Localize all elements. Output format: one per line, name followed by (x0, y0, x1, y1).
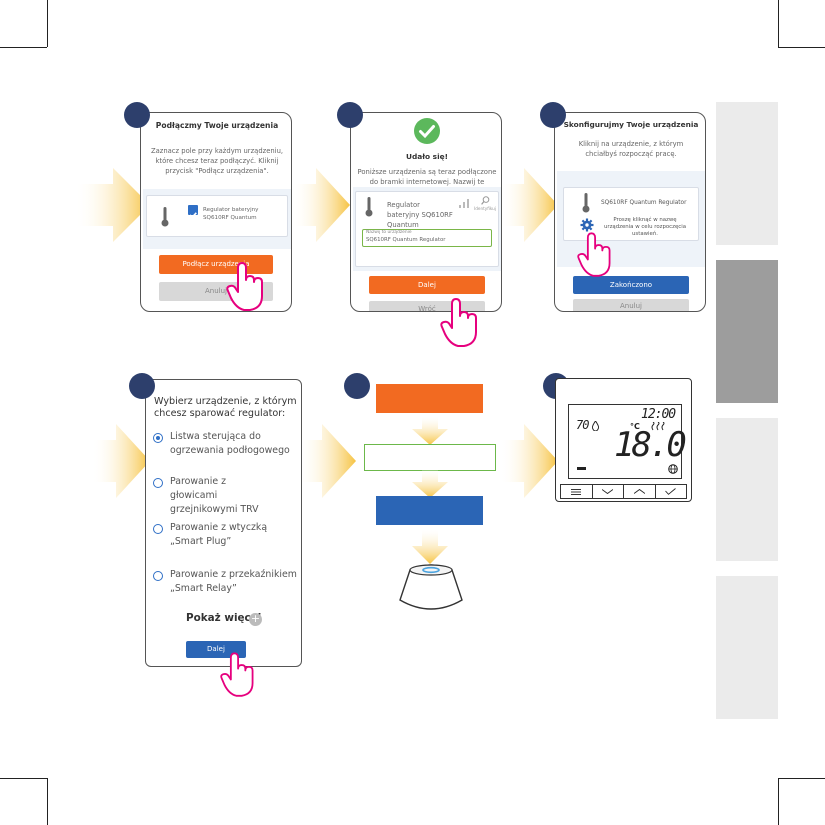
arrow-down-icon (412, 417, 448, 445)
option-radio-floor-heating[interactable] (153, 433, 163, 443)
droplet-icon (592, 421, 599, 431)
device-name-caption: Nazwij to urządzenie (366, 230, 412, 235)
hand-pointer-icon (577, 232, 611, 277)
option-smart-plug[interactable]: Parowanie z wtyczką „Smart Plug” (170, 522, 268, 547)
side-tab-active (716, 260, 778, 403)
arrow-right-icon (92, 424, 150, 498)
gear-icon[interactable] (580, 218, 594, 232)
option-radio-trv[interactable] (153, 478, 163, 488)
step2-back-button[interactable]: Wróć (369, 301, 485, 311)
show-more-label[interactable]: Pokaż więcej (186, 612, 262, 624)
crop-mark (47, 0, 48, 47)
thermostat-humidity: 70 (576, 418, 589, 432)
crop-mark (778, 47, 825, 48)
arrow-right-icon (500, 168, 558, 242)
step1-device-card[interactable] (146, 195, 288, 237)
step3-phone-screen: Skonfigurujmy Twoje urządzenia Kliknij n… (554, 112, 706, 312)
device-name-field[interactable] (362, 229, 492, 247)
identify-icon[interactable] (481, 196, 490, 205)
thermometer-icon (582, 193, 590, 213)
crop-mark (778, 0, 779, 47)
thermostat-time: 12:00 (641, 407, 676, 422)
hand-pointer-icon (440, 298, 477, 347)
identify-label[interactable]: Identyfikuj (474, 206, 496, 211)
thermostat-display (568, 404, 682, 479)
step-marker (344, 373, 370, 399)
step3-title: Skonfigurujmy Twoje urządzenia (563, 120, 699, 129)
option-trv[interactable]: Parowanie z głowicami grzejnikowymi TRV (170, 476, 259, 515)
step4-next-button[interactable]: Dalej (186, 641, 246, 658)
thermostat-button-bar (560, 484, 687, 499)
down-button[interactable] (593, 485, 624, 498)
menu-button[interactable] (561, 485, 593, 498)
step4-title: Wybierz urządzenie, z którym chcesz spar… (154, 396, 297, 419)
side-tab (716, 418, 778, 561)
chevron-down-icon (602, 489, 614, 494)
side-tab (716, 576, 778, 719)
arrow-right-icon (298, 424, 356, 498)
step-marker (540, 102, 566, 128)
check-icon (665, 488, 677, 495)
flow-orange-box (376, 384, 483, 413)
step1-title: Podłączmy Twoje urządzenia (155, 121, 279, 130)
thermostat-unit: °C (630, 422, 640, 431)
step2-device-label: Regulator bateryjny SQ610RF Quantum (387, 201, 453, 229)
thermostat-body (555, 378, 692, 502)
globe-icon (668, 464, 678, 474)
side-tab (716, 102, 778, 245)
step2-phone-screen: Udało się! Poniższe urządzenia są teraz … (350, 112, 502, 312)
hand-pointer-icon (220, 652, 254, 697)
battery-indicator (577, 467, 586, 470)
arrow-down-icon (412, 530, 448, 564)
step2-title: Udało się! (406, 152, 448, 161)
plus-icon[interactable]: + (249, 612, 262, 626)
crop-mark (0, 778, 47, 779)
chevron-up-icon (633, 489, 645, 494)
up-button[interactable] (624, 485, 656, 498)
arrow-right-icon (500, 424, 558, 498)
step-marker (129, 373, 155, 399)
menu-icon (571, 488, 582, 495)
checkbox-icon[interactable] (188, 205, 198, 219)
thermometer-icon (365, 197, 373, 217)
step1-description: Zaznacz pole przy każdym urządzeniu, któ… (150, 147, 284, 175)
step-marker (337, 102, 363, 128)
option-radio-smart-plug[interactable] (153, 524, 163, 534)
flow-green-box (364, 444, 496, 471)
crop-mark (778, 778, 825, 779)
crop-mark (0, 47, 47, 48)
done-button[interactable]: Zakończono (573, 276, 689, 294)
step4-phone-screen: Wybierz urządzenie, z którym chcesz spar… (145, 379, 302, 667)
success-check-icon (414, 118, 440, 144)
hand-pointer-icon (226, 262, 263, 311)
crop-mark (778, 778, 779, 825)
step-marker (124, 102, 150, 128)
step3-description: Kliknij na urządzenie, z którym chciałby… (578, 140, 684, 158)
step3-hint: Proszę kliknąć w nazwę urządzenia w celu… (603, 217, 687, 238)
signal-icon (459, 199, 469, 208)
gateway-device-icon (399, 564, 463, 610)
option-smart-relay[interactable]: Parowanie z przekaźnikiem „Smart Relay” (170, 569, 297, 594)
flow-blue-box (376, 496, 483, 525)
arrow-down-icon (412, 470, 448, 498)
arrow-right-icon (292, 168, 350, 242)
step3-cancel-button[interactable]: Anuluj (573, 299, 689, 311)
step2-next-button[interactable]: Dalej (369, 276, 485, 294)
crop-mark (47, 778, 48, 825)
arrow-right-icon (75, 168, 150, 242)
device-name-value: SQ610RF Quantum Regulator (366, 237, 446, 243)
thermometer-icon (161, 207, 169, 227)
step1-phone-screen: Podłączmy Twoje urządzenia Zaznacz pole … (140, 112, 292, 312)
option-floor-heating[interactable]: Listwa sterująca do ogrzewania podłogowe… (170, 431, 290, 456)
thermostat-temperature: 18.0 (614, 425, 687, 465)
heating-icon (651, 422, 665, 431)
option-radio-smart-relay[interactable] (153, 571, 163, 581)
step3-device-label[interactable]: SQ610RF Quantum Regulator (601, 200, 687, 206)
step1-device-label: Regulator bateryjny SQ610RF Quantum (203, 207, 259, 221)
confirm-button[interactable] (656, 485, 687, 498)
